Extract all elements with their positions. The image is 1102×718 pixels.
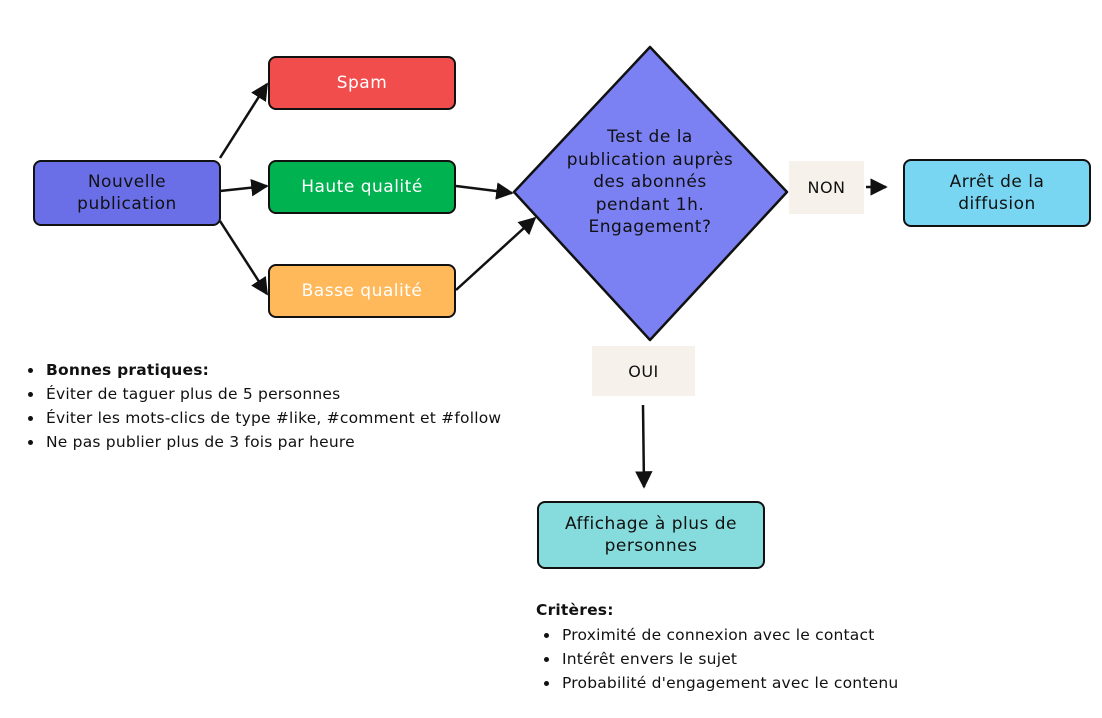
arrow-new-to-high — [219, 178, 269, 197]
edge-label-no-text: NON — [807, 178, 846, 197]
node-new-post-label: Nouvelle publication — [77, 172, 177, 214]
edge-label-no: NON — [789, 161, 864, 214]
criteria-notes: Critères: Proximité de connexion avec le… — [536, 598, 898, 695]
node-spam-label: Spam — [336, 73, 388, 93]
decision-label: Test de la publication auprès des abonné… — [566, 127, 734, 237]
node-low-quality: Basse qualité — [268, 264, 456, 318]
arrow-new-to-low — [218, 220, 269, 296]
best-practices-title: Bonnes pratiques: — [24, 358, 501, 382]
node-high-quality: Haute qualité — [268, 160, 456, 214]
best-practice-item: Éviter les mots-clics de type #like, #co… — [24, 406, 501, 430]
edge-label-yes-text: OUI — [628, 361, 659, 381]
node-wider-display-label: Affichage à plus de personnes — [564, 514, 738, 556]
best-practice-item: Éviter de taguer plus de 5 personnes — [24, 382, 501, 406]
node-stop: Arrêt de la diffusion — [903, 159, 1091, 227]
arrow-low-to-decision — [455, 216, 537, 291]
best-practice-item: Ne pas publier plus de 3 fois par heure — [24, 430, 501, 454]
criteria-item: Probabilité d'engagement avec le contenu — [540, 671, 898, 695]
criteria-title: Critères: — [536, 601, 614, 619]
node-spam: Spam — [268, 56, 456, 110]
node-new-post: Nouvelle publication — [33, 160, 221, 226]
criteria-item: Intérêt envers le sujet — [540, 647, 898, 671]
node-stop-label: Arrêt de la diffusion — [949, 172, 1045, 214]
edge-label-yes: OUI — [592, 346, 695, 396]
decision-diamond — [512, 45, 789, 342]
node-low-quality-label: Basse qualité — [301, 281, 423, 301]
node-high-quality-label: Haute qualité — [301, 177, 423, 197]
arrow-high-to-decision — [455, 182, 514, 200]
criteria-item: Proximité de connexion avec le contact — [540, 623, 898, 647]
arrow-yes-to-display — [635, 404, 653, 489]
node-wider-display: Affichage à plus de personnes — [537, 501, 765, 569]
best-practices-notes: Bonnes pratiques: Éviter de taguer plus … — [24, 358, 501, 454]
arrow-new-to-spam — [218, 82, 269, 159]
